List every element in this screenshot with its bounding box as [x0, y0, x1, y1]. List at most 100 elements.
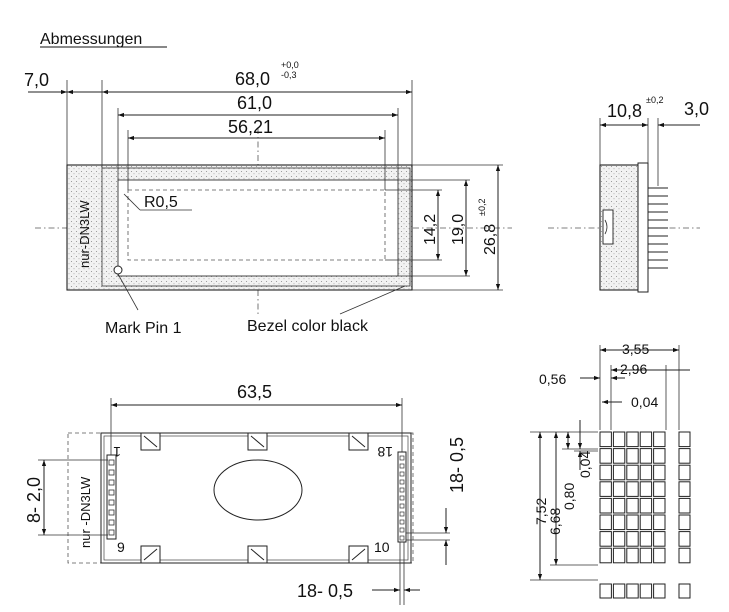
matrix-dot — [639, 431, 653, 448]
bottom-cutout — [213, 459, 303, 521]
dim-pins-bottom: 18- 0,5 — [297, 581, 353, 601]
dim-outer-width: 68,0 — [235, 69, 270, 89]
matrix-dot — [612, 481, 626, 497]
matrix-dot — [626, 547, 639, 564]
underline-dot — [626, 583, 639, 599]
cursor-dot — [678, 431, 691, 448]
side-connector — [602, 209, 614, 245]
right-pins — [399, 455, 405, 541]
dim-depth: 10,8 — [607, 101, 642, 121]
underline-dot — [612, 583, 626, 599]
active-area-dashed — [127, 189, 386, 261]
matrix-dot — [626, 481, 639, 497]
matrix-dot — [599, 481, 612, 497]
dim-outer-width-tol-plus: +0,0 — [281, 60, 299, 70]
cursor-dot — [678, 531, 691, 547]
matrix-dot — [626, 531, 639, 547]
dim-left-offset: 7,0 — [24, 70, 49, 90]
matrix-dot — [626, 431, 639, 448]
matrix-dot — [599, 547, 612, 564]
cursor-dot — [678, 464, 691, 481]
dim-pin-length: 3,0 — [684, 99, 709, 119]
underline-dot — [639, 583, 653, 599]
side-pins — [648, 187, 668, 269]
dim-active-area-width: 56,21 — [228, 117, 273, 137]
pin-10-label: 10 — [374, 539, 390, 555]
dim-pin-span: 63,5 — [237, 382, 272, 402]
matrix-dot — [612, 514, 626, 531]
bottom-view: 1 18 9 10 nur -DN3LW 63,5 8- 2,0 18- 0,5… — [24, 382, 467, 605]
dim-outer-height-tol: ±0,2 — [477, 199, 487, 216]
matrix-dot — [639, 464, 653, 481]
matrix-dot — [599, 531, 612, 547]
cursor-dot — [678, 514, 691, 531]
matrix-dot — [653, 431, 666, 448]
cursor-dot — [678, 481, 691, 497]
underline-dot — [678, 583, 691, 599]
matrix-dot — [599, 464, 612, 481]
mark-pin-1-marker — [113, 265, 123, 275]
matrix-dot — [653, 547, 666, 564]
bezel-color-label: Bezel color black — [247, 318, 369, 335]
dim-view-height: 19,0 — [450, 214, 467, 245]
mounting-clips — [140, 432, 369, 564]
matrix-dot — [599, 448, 612, 464]
dim-outer-width-tol-minus: -0,3 — [281, 70, 297, 80]
dim-pins-vertical-left: 8- 2,0 — [24, 477, 44, 523]
dim-view-area-width: 61,0 — [237, 93, 272, 113]
bottom-side-label: nur -DN3LW — [78, 476, 93, 548]
cursor-dot — [678, 547, 691, 564]
pin-1-label: 1 — [113, 444, 121, 460]
underline-dot — [599, 583, 612, 599]
matrix-dot — [599, 431, 612, 448]
matrix-dot — [653, 464, 666, 481]
pin-18-label: 18 — [377, 444, 393, 460]
matrix-dot — [612, 464, 626, 481]
side-pcb — [637, 162, 649, 293]
matrix-dot — [612, 431, 626, 448]
matrix-dot — [612, 547, 626, 564]
side-view: 10,8 ±0,2 3,0 — [548, 95, 709, 293]
dot-matrix-detail: 3,55 2,96 0,56 0,04 7,52 6,68 0,80 0,04 — [530, 341, 691, 599]
matrix-dot — [639, 448, 653, 464]
top-side-label: nur-DN3LW — [77, 200, 92, 268]
pin-9-label: 9 — [117, 539, 125, 555]
cursor-dot — [678, 497, 691, 514]
page-title: Abmessungen — [40, 31, 142, 48]
top-view: 7,0 68,0 +0,0 -0,3 61,0 56,21 R0,5 14,2 … — [24, 60, 512, 337]
dim-dot-spacing: 0,04 — [631, 394, 658, 410]
matrix-dot — [626, 464, 639, 481]
matrix-dot — [639, 531, 653, 547]
matrix-dot — [653, 531, 666, 547]
underline-dot — [653, 583, 666, 599]
matrix-dot — [612, 531, 626, 547]
left-pin-header — [106, 454, 117, 540]
dim-dot-area-height: 6,68 — [547, 508, 563, 535]
dim-active-height: 14,2 — [422, 214, 439, 245]
matrix-dot — [653, 497, 666, 514]
matrix-dot — [626, 448, 639, 464]
matrix-dot — [639, 497, 653, 514]
matrix-dot — [653, 448, 666, 464]
mark-pin-1-label: Mark Pin 1 — [105, 320, 182, 337]
dot-matrix-grid — [599, 431, 691, 599]
matrix-dot — [639, 514, 653, 531]
dim-pins-vertical-right: 18- 0,5 — [447, 437, 467, 493]
dim-char-width: 3,55 — [622, 341, 649, 357]
radius-label: R0,5 — [144, 194, 178, 211]
matrix-dot — [653, 481, 666, 497]
matrix-dot — [653, 514, 666, 531]
matrix-dot — [626, 514, 639, 531]
dim-dot-gap-v: 0,04 — [577, 451, 593, 478]
matrix-dot — [639, 481, 653, 497]
dim-depth-tol: ±0,2 — [646, 95, 663, 105]
matrix-dot — [599, 514, 612, 531]
cursor-dot — [678, 448, 691, 464]
matrix-dot — [626, 497, 639, 514]
dim-dot-area: 2,96 — [620, 361, 647, 377]
dim-dot-pitch: 0,80 — [561, 483, 577, 510]
dim-dot-gap: 0,56 — [539, 371, 566, 387]
dim-char-height: 7,52 — [533, 498, 549, 525]
matrix-dot — [612, 448, 626, 464]
matrix-dot — [639, 547, 653, 564]
